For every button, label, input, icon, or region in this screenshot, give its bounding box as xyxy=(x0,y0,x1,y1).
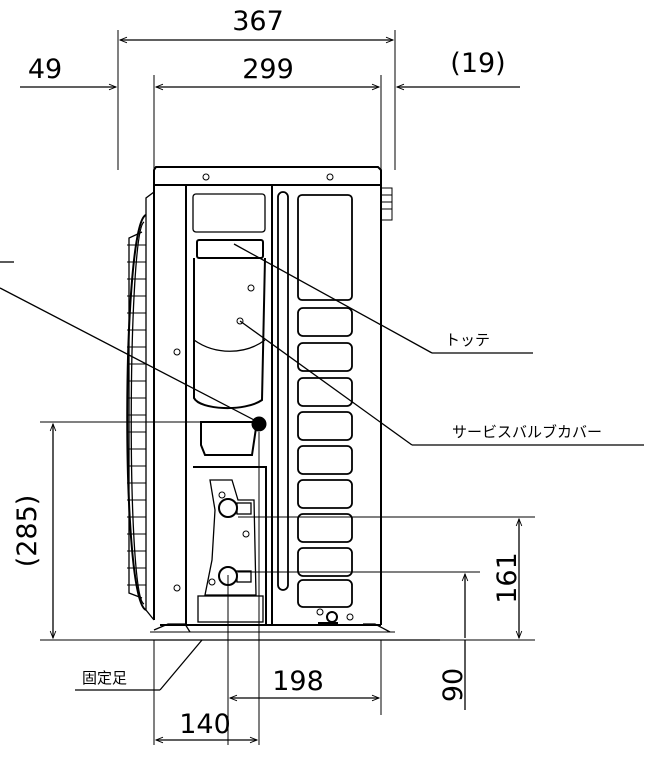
side-dimensions xyxy=(40,421,535,710)
bottom-dimensions xyxy=(153,432,382,745)
unit-body xyxy=(145,166,393,625)
dim-width-140: 140 xyxy=(179,709,231,740)
label-service-valve-cover: サービスバルブカバー xyxy=(452,423,602,441)
top-dimensions xyxy=(0,30,520,263)
dim-overall-width: 367 xyxy=(232,6,284,37)
service-valve-cover xyxy=(192,193,267,456)
dim-width-198: 198 xyxy=(272,666,324,697)
base-feet xyxy=(130,623,440,641)
valve-assembly xyxy=(193,466,267,626)
dim-left-offset: 49 xyxy=(28,54,62,85)
dim-height-90: 90 xyxy=(438,668,469,702)
leader-lines xyxy=(0,243,644,691)
dim-right-offset: (19) xyxy=(450,48,505,79)
dim-height-285: (285) xyxy=(12,495,43,568)
label-fixing-foot: 固定足 xyxy=(82,669,127,687)
label-handle: トッテ xyxy=(445,331,490,349)
vent-slots xyxy=(277,191,354,626)
fan-guard xyxy=(126,214,181,611)
dim-height-161: 161 xyxy=(492,552,523,604)
dim-body-width: 299 xyxy=(242,54,294,85)
